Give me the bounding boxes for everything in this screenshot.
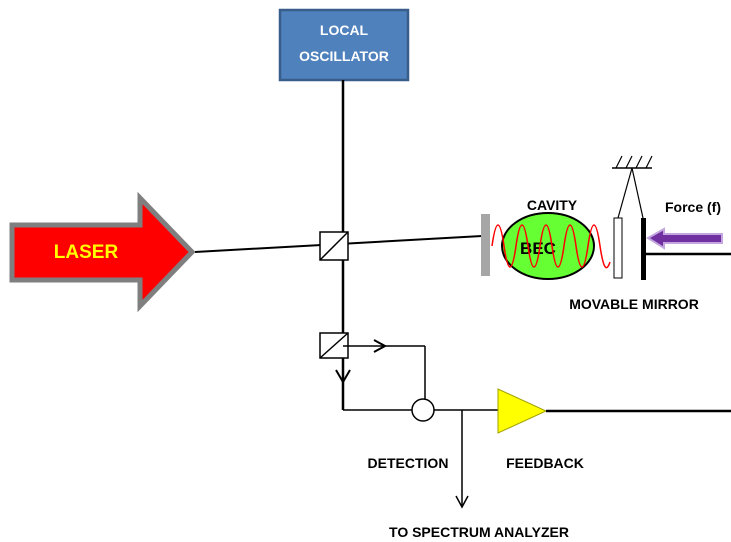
movable-mirror-glass <box>613 217 623 279</box>
force-label: Force (f) <box>665 199 721 215</box>
pendulum-string-right <box>631 167 644 219</box>
detection-label: DETECTION <box>368 455 449 471</box>
local-oscillator-label-2: OSCILLATOR <box>299 48 389 64</box>
cavity-label: CAVITY <box>527 197 578 213</box>
pendulum-string-left <box>617 167 633 219</box>
down-arrow-icon <box>455 495 469 509</box>
cavity-wave <box>491 224 611 269</box>
downward-arrow-icon <box>335 369 351 384</box>
triangle-amplifier-icon <box>497 388 548 434</box>
beam-splitter-icon <box>319 231 349 261</box>
laser-label: LASER <box>54 242 119 263</box>
local-oscillator-label-1: LOCAL <box>320 22 369 38</box>
movable-mirror-backing <box>641 218 646 280</box>
hatched-support-icon <box>612 155 653 169</box>
laser-arrow: LASER <box>9 191 196 313</box>
cavity-input-mirror <box>481 214 490 276</box>
feedback-label: FEEDBACK <box>506 455 584 471</box>
local-oscillator-box: LOCAL OSCILLATOR <box>278 8 410 82</box>
force-arrow-icon <box>646 227 723 250</box>
spectrum-analyzer-label: TO SPECTRUM ANALYZER <box>389 524 569 540</box>
circle-detector-icon <box>411 398 435 422</box>
movable-mirror-label: MOVABLE MIRROR <box>569 296 699 312</box>
